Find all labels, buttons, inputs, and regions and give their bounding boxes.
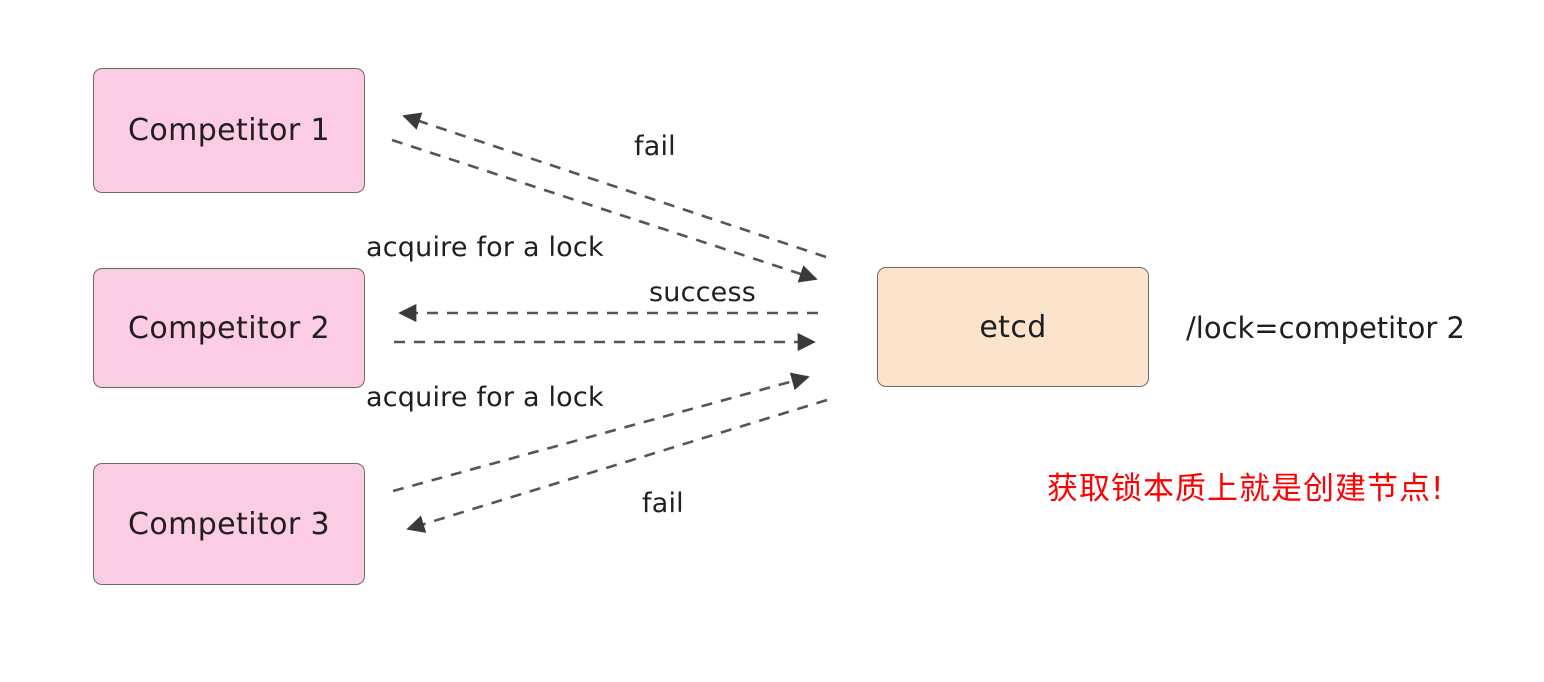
node-competitor-1[interactable]: Competitor 1 [93, 68, 365, 193]
edge-label-acquire-top: acquire for a lock [366, 232, 604, 263]
node-competitor-2-label: Competitor 2 [128, 310, 330, 346]
node-competitor-2[interactable]: Competitor 2 [93, 268, 365, 388]
node-competitor-1-label: Competitor 1 [128, 113, 330, 148]
annotation-callout: 获取锁本质上就是创建节点! [1047, 471, 1445, 507]
node-competitor-3[interactable]: Competitor 3 [93, 463, 365, 585]
edge-label-success: success [649, 277, 757, 308]
edge-label-fail-top: fail [634, 131, 676, 162]
node-etcd[interactable]: etcd [877, 267, 1149, 387]
edge-c3-response [406, 398, 828, 533]
node-competitor-3-label: Competitor 3 [128, 506, 330, 542]
annotation-lock-key: /lock=competitor 2 [1186, 311, 1465, 345]
node-etcd-label: etcd [979, 309, 1047, 345]
edge-label-acquire-bottom: acquire for a lock [366, 382, 604, 413]
edge-label-fail-bottom: fail [642, 488, 684, 519]
